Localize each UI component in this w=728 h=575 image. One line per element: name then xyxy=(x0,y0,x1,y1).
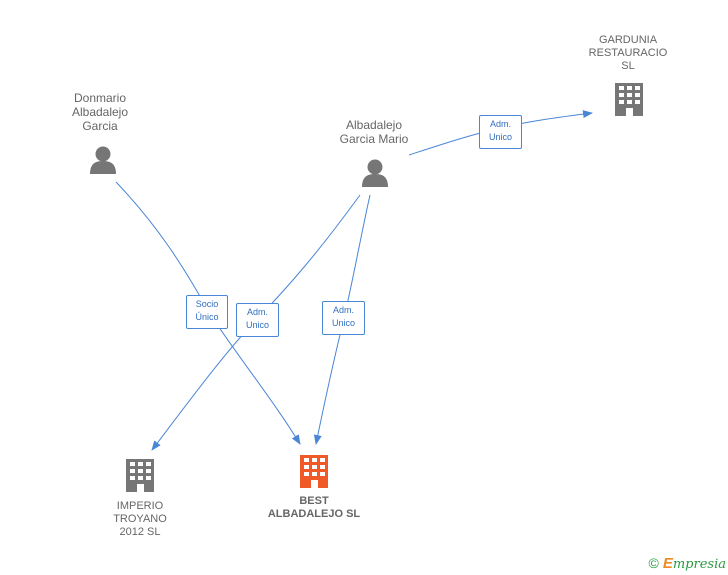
copyright-icon: © xyxy=(648,555,659,571)
node-label-albadalejo[interactable]: Albadalejo Garcia Mario xyxy=(324,118,424,146)
edge-label-adm-unico[interactable]: Adm. Unico xyxy=(322,301,365,335)
node-label-line: Donmario xyxy=(73,91,127,105)
edge-label-socio-unico[interactable]: Socio Único xyxy=(186,295,228,329)
node-label-line: 2012 SL xyxy=(119,526,161,538)
edge-label-line: Unico xyxy=(245,320,269,330)
building-icon[interactable] xyxy=(615,83,643,116)
node-label-line: GARDUNIA xyxy=(598,34,658,46)
node-label-best[interactable]: BEST ALBADALEJO SL xyxy=(254,495,374,521)
node-label-line: Albadalejo xyxy=(71,105,129,119)
node-label-line: TROYANO xyxy=(113,513,167,525)
edge-label-line: Unico xyxy=(331,318,355,328)
edge-label-line: Único xyxy=(195,312,219,322)
brand-name: mpresia xyxy=(672,557,726,572)
footer-brand[interactable]: ©Empresia xyxy=(649,555,726,572)
node-label-imperio[interactable]: IMPERIO TROYANO 2012 SL xyxy=(90,500,190,539)
node-label-donmario[interactable]: Donmario Albadalejo Garcia xyxy=(50,91,150,133)
node-label-line: Albadalejo xyxy=(345,118,403,132)
node-label-line: SL xyxy=(621,60,635,72)
brand-initial: E xyxy=(662,555,673,572)
edge-label-adm-unico[interactable]: Adm. Unico xyxy=(236,303,279,337)
edge-label-adm-unico[interactable]: Adm. Unico xyxy=(479,115,522,149)
edge-label-line: Adm. xyxy=(246,307,268,317)
edge-label-line: Adm. xyxy=(332,305,354,315)
node-label-line: BEST xyxy=(299,495,329,507)
node-label-gardunia[interactable]: GARDUNIA RESTAURACIO SL xyxy=(578,34,678,73)
node-label-line: ALBADALEJO SL xyxy=(267,508,361,520)
node-label-line: Garcia Mario xyxy=(339,132,409,146)
edges-layer xyxy=(115,110,593,451)
building-icon[interactable] xyxy=(126,459,154,492)
person-icon[interactable] xyxy=(90,146,116,175)
node-label-line: IMPERIO xyxy=(116,500,164,512)
edge-label-line: Socio xyxy=(195,299,219,309)
edge-label-line: Adm. xyxy=(489,119,511,129)
person-icon[interactable] xyxy=(362,159,388,188)
node-label-line: RESTAURACIO xyxy=(588,47,668,59)
edge-label-line: Unico xyxy=(488,132,512,142)
building-icon[interactable] xyxy=(300,455,328,488)
node-label-line: Garcia xyxy=(82,119,118,133)
